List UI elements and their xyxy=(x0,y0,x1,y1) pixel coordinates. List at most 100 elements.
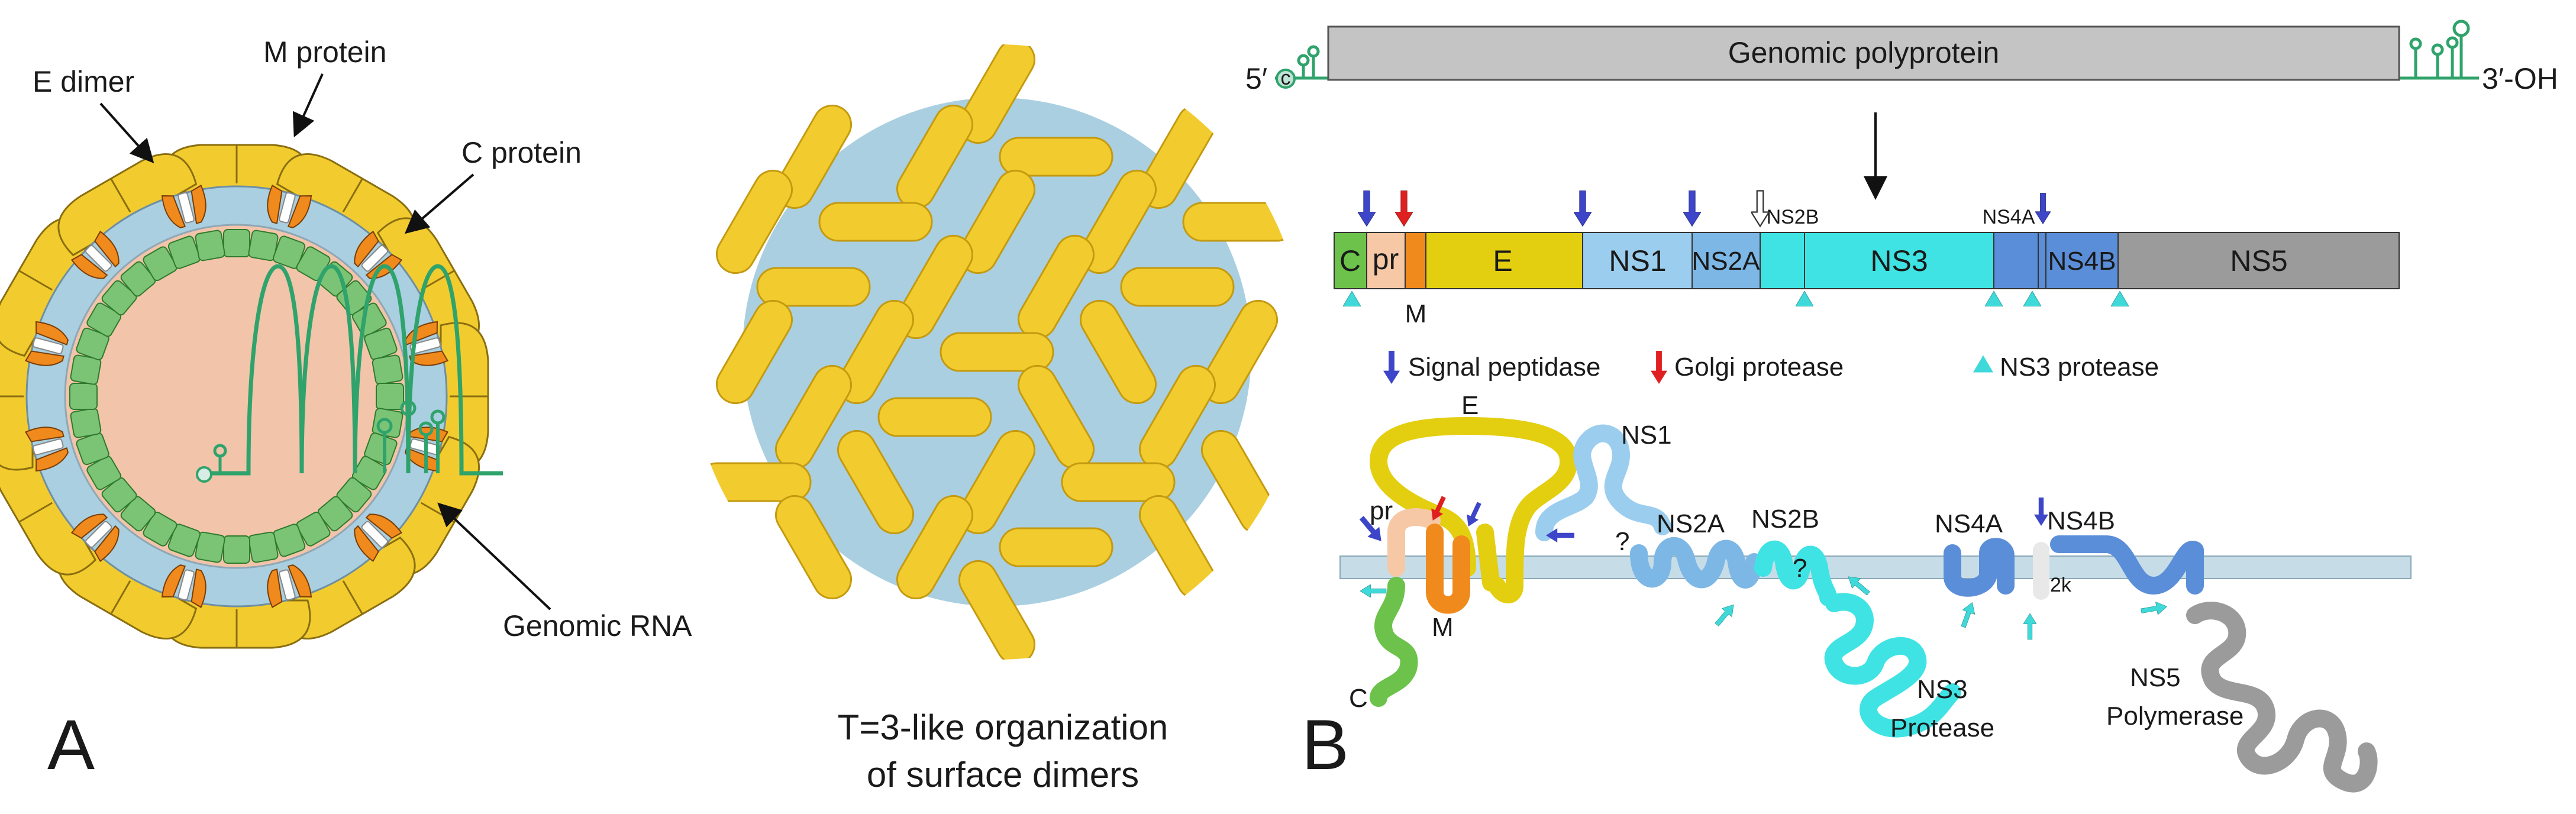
topology-pr-label: pr xyxy=(1370,496,1393,525)
signal-peptidase-legend-icon xyxy=(1383,351,1400,384)
segment-pr-label: pr xyxy=(1373,243,1399,276)
segment-ns5-label: NS5 xyxy=(2230,244,2287,277)
capsid-protein xyxy=(101,280,137,316)
segment-e-label: E xyxy=(1493,244,1512,277)
capsid-protein xyxy=(223,535,250,564)
surface-dimer-rod xyxy=(999,137,1113,177)
surface-dimer-rod xyxy=(837,299,914,405)
capsid-protein xyxy=(364,327,398,360)
topology-m-label: M xyxy=(1432,613,1454,642)
capsid-protein xyxy=(376,383,404,410)
segment-ns3 xyxy=(1804,232,1994,289)
e-protein-chain xyxy=(1370,417,1578,603)
envelope-dimer-ring xyxy=(0,144,489,649)
ns4a-chain xyxy=(1944,538,2015,597)
ns3-chain xyxy=(1824,593,1961,738)
surface-dimer-rod xyxy=(999,527,1113,567)
ns3-protease-site xyxy=(1985,291,2003,306)
capsid-protein xyxy=(248,531,279,563)
capsid-protein xyxy=(372,354,403,385)
capsid-protein xyxy=(195,230,225,261)
segment-ns3-label: NS3 xyxy=(1870,244,1928,277)
topology-question-2: ? xyxy=(1793,554,1807,583)
segment-ns5 xyxy=(2117,232,2400,289)
segment-ns4b-label: NS4B xyxy=(2048,247,2116,276)
e-dimer-pointer xyxy=(99,102,154,163)
capsid-protein xyxy=(296,511,331,547)
five-prime-label: 5′ xyxy=(1245,62,1267,95)
capsid-protein xyxy=(101,477,137,513)
surface-dimer-rod xyxy=(775,495,852,600)
topology-polymerase-label: Polymerase xyxy=(2106,702,2243,731)
t3-caption-line2: of surface dimers xyxy=(867,755,1139,794)
polyprotein-box xyxy=(1327,25,2400,81)
ns3-protease-arrow xyxy=(2140,599,2168,618)
ns1-chain xyxy=(1535,424,1671,541)
surface-dimer-rod xyxy=(1120,267,1235,307)
ns4b-chain xyxy=(2050,535,2204,595)
surface-dimer-rod xyxy=(716,169,793,274)
capsid-protein xyxy=(120,261,156,297)
panel-a-letter: A xyxy=(47,705,95,784)
topology-ns2a-label: NS2A xyxy=(1657,509,1725,538)
rna-stem-loop xyxy=(213,444,227,473)
topology-protease-label: Protease xyxy=(1890,713,1994,742)
topology-c-label: C xyxy=(1349,684,1368,713)
five-prime-stem-loops xyxy=(1297,45,1320,78)
rna-stem-loop xyxy=(376,418,393,434)
m-protein xyxy=(161,185,206,228)
ns3-protease-site xyxy=(2023,291,2041,306)
cap-icon xyxy=(1276,69,1296,89)
ns3-protease-site xyxy=(2111,291,2129,306)
ns3-protease-arrow xyxy=(1712,600,1739,629)
segment-ns4a xyxy=(1993,232,2039,289)
surface-dimer-rod xyxy=(958,169,1035,274)
polyprotein-label: Genomic polyprotein xyxy=(1728,36,2000,69)
surface-dimer-rod xyxy=(958,44,1035,144)
er-membrane xyxy=(1339,555,2412,579)
capsid-protein xyxy=(70,408,102,438)
topology-ns1-label: NS1 xyxy=(1621,421,1672,450)
m-protein xyxy=(354,513,403,563)
surface-dimer-rod xyxy=(940,332,1054,372)
nucleocapsid-core xyxy=(101,260,373,532)
capsid-protein xyxy=(86,302,122,337)
capsid-protein xyxy=(273,524,306,557)
ns3-protease-arrow xyxy=(1957,600,1979,629)
three-prime-stem-loops xyxy=(2409,20,2470,78)
m-protein-chain xyxy=(1426,524,1470,614)
segment-ns2b xyxy=(1760,232,1805,289)
surface-dimer-rod xyxy=(837,429,914,535)
surface-dimer-rod xyxy=(1080,169,1157,274)
cleavage-legend: Signal peptidase Golgi protease NS3 prot… xyxy=(1383,351,2159,384)
c-protein-chain xyxy=(1370,577,1418,707)
topology-ns3-label: NS3 xyxy=(1917,675,1968,704)
signal-peptidase-cleavage xyxy=(2035,193,2051,224)
ns2a-chain xyxy=(1630,537,1763,589)
segment-ns4a-label: NS4A xyxy=(1983,206,2035,228)
capsid-protein xyxy=(167,524,201,557)
segment-ns2a xyxy=(1691,232,1761,289)
signal-peptidase-cleavage xyxy=(1574,190,1592,227)
membrane-topology: E pr M C NS1 NS2A NS2B NS4A NS4B 2k ? ? … xyxy=(1339,391,2412,793)
surface-dimer-rod xyxy=(1061,462,1176,502)
surface-dimer-rod xyxy=(1182,202,1297,242)
m-protein xyxy=(70,513,120,563)
ns3-protease-site xyxy=(1796,291,1813,306)
capsid-protein xyxy=(120,496,156,532)
golgi-protease-cleavage xyxy=(1395,190,1413,227)
m-protein xyxy=(161,564,206,608)
segment-ns2b-label: NS2B xyxy=(1767,206,1819,228)
t3-caption-line1: T=3-like organization xyxy=(838,708,1168,747)
topology-ns2b-label: NS2B xyxy=(1751,505,1819,534)
pr-chain xyxy=(1387,508,1441,577)
rna-stem-loop xyxy=(400,400,417,416)
capsid-protein xyxy=(336,477,372,513)
surface-dimer-rod xyxy=(958,429,1035,535)
capsid-protein xyxy=(69,383,98,410)
ns5-chain xyxy=(2186,602,2378,793)
m-protein-label: M protein xyxy=(263,35,386,69)
capsid-protein xyxy=(273,235,306,269)
topology-e-label: E xyxy=(1461,391,1479,420)
